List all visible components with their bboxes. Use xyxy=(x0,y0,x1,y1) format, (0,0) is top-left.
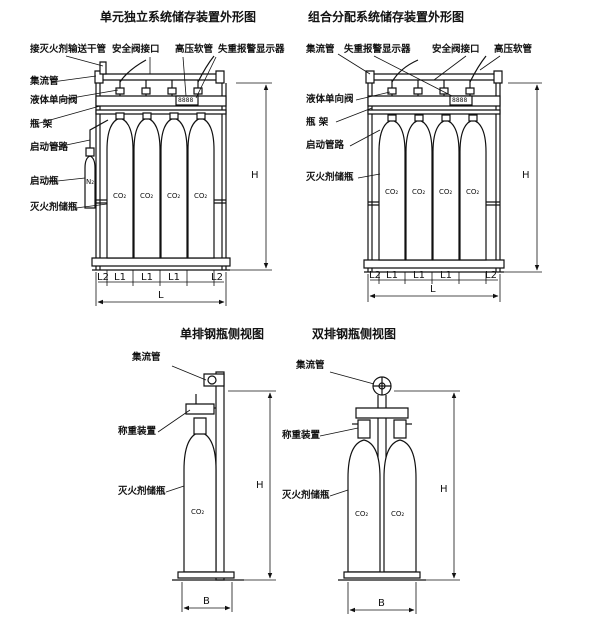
start-bottle-gas-label: N₂ xyxy=(86,178,95,186)
dim-l: L xyxy=(430,284,436,295)
label-storage-b: 灭火剂储瓶 xyxy=(306,172,354,183)
cylinders-a xyxy=(107,113,214,258)
cylinder-label: CO₂ xyxy=(439,188,453,196)
label-frame-a: 瓶 架 xyxy=(30,119,53,130)
dim-h-c: H xyxy=(256,480,264,491)
dim-l1: L1 xyxy=(141,272,153,283)
weight-display-reading: 8888 xyxy=(452,97,468,104)
dim-l2: L2 xyxy=(211,272,223,283)
cylinder-label: CO₂ xyxy=(412,188,426,196)
label-frame-b: 瓶 架 xyxy=(306,117,329,128)
dim-l1: L1 xyxy=(413,270,425,281)
title-unit-system: 单元独立系统储存装置外形图 xyxy=(100,10,257,24)
dim-b-c: B xyxy=(203,596,210,607)
label-check-valve-a: 液体单向阀 xyxy=(30,95,78,106)
label-collector-a: 集流管 xyxy=(30,76,59,87)
cylinder-label: CO₂ xyxy=(113,192,127,200)
label-collector-d: 集流管 xyxy=(296,360,325,371)
cylinder-label: CO₂ xyxy=(191,508,205,516)
label-collector-c: 集流管 xyxy=(132,352,161,363)
dim-b-d: B xyxy=(378,598,385,609)
cylinder-label: CO₂ xyxy=(385,188,399,196)
label-weight-alarm-b: 失重报警显示器 xyxy=(344,44,411,55)
dim-l2: L2 xyxy=(97,272,109,283)
unit-system-drawing xyxy=(36,56,272,306)
combined-system-drawing xyxy=(336,54,542,302)
label-weigh-c: 称重装置 xyxy=(118,426,157,437)
double-row-drawing xyxy=(320,372,460,614)
dim-h-d: H xyxy=(440,484,448,495)
cylinder-label: CO₂ xyxy=(167,192,181,200)
title-double-row: 双排钢瓶侧视图 xyxy=(312,327,397,341)
cylinder-label: CO₂ xyxy=(466,188,480,196)
label-hose-b: 高压软管 xyxy=(494,44,533,55)
label-start-pipe-a: 启动管路 xyxy=(30,142,69,153)
label-safety-valve-b: 安全阀接口 xyxy=(432,44,480,55)
dim-l1: L1 xyxy=(386,270,398,281)
label-storage-a: 灭火剂储瓶 xyxy=(30,202,78,213)
cylinder-label: CO₂ xyxy=(194,192,208,200)
title-single-row: 单排钢瓶侧视图 xyxy=(180,327,265,341)
cylinder-label: CO₂ xyxy=(391,510,405,518)
label-weight-alarm-a: 失重报警显示器 xyxy=(218,44,285,55)
collector-pipe-a xyxy=(98,74,222,80)
dim-l1: L1 xyxy=(168,272,180,283)
dim-l2: L2 xyxy=(485,270,497,281)
label-hose-a: 高压软管 xyxy=(175,44,214,55)
label-start-bottle: 启动瓶 xyxy=(30,176,59,187)
dim-l: L xyxy=(158,290,164,301)
dim-l2: L2 xyxy=(369,270,381,281)
title-combined-system: 组合分配系统储存装置外形图 xyxy=(308,10,465,24)
label-collector-b: 集流管 xyxy=(306,44,335,55)
weight-display-reading: 8888 xyxy=(178,97,194,104)
cylinders-b xyxy=(379,115,486,260)
label-storage-d: 灭火剂储瓶 xyxy=(282,490,330,501)
cylinder-label: CO₂ xyxy=(355,510,369,518)
label-weigh-d: 称重装置 xyxy=(282,430,321,441)
label-check-valve-b: 液体单向阀 xyxy=(306,94,354,105)
dim-h-a: H xyxy=(251,170,259,181)
label-delivery-pipe: 接灭火剂输送干管 xyxy=(30,44,107,55)
dim-l1: L1 xyxy=(440,270,452,281)
single-row-drawing xyxy=(158,366,276,612)
label-safety-valve-a: 安全阀接口 xyxy=(112,44,160,55)
cylinder-label: CO₂ xyxy=(140,192,154,200)
label-start-pipe-b: 启动管路 xyxy=(306,140,345,151)
dim-h-b: H xyxy=(522,170,530,181)
label-storage-c: 灭火剂储瓶 xyxy=(118,486,166,497)
dim-l1: L1 xyxy=(114,272,126,283)
